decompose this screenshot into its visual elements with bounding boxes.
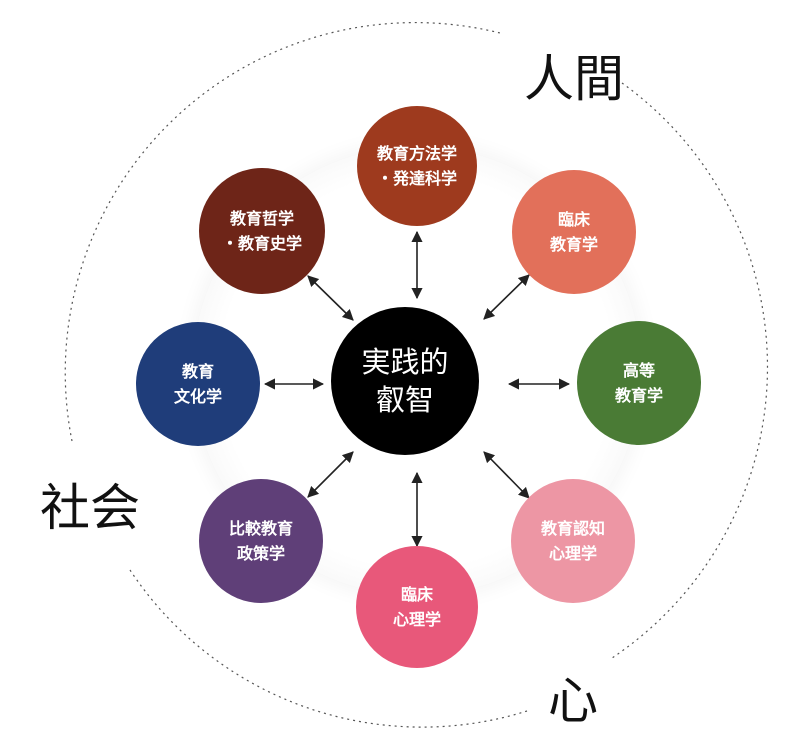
node-line-1: 高等	[622, 361, 655, 380]
node-line-2: ・発達科学	[376, 169, 457, 188]
node-line-2: ・教育史学	[221, 234, 302, 253]
node-clinical-education: 臨床 教育学	[512, 170, 636, 294]
label-shakai: 社会	[40, 479, 140, 537]
node-line-2: 心理学	[548, 544, 597, 563]
center-node: 実践的 叡智	[331, 307, 479, 455]
label-ningen: 人間	[524, 50, 624, 108]
arrow-top-left	[307, 275, 354, 321]
node-educational-cognitive-psychology: 教育認知 心理学	[511, 479, 635, 603]
node-clinical-psychology: 臨床 心理学	[356, 546, 478, 668]
node-line-1: 臨床	[400, 585, 433, 604]
node-line-1: 教育	[181, 362, 214, 381]
center-line-1: 実践的	[361, 345, 449, 379]
node-line-2: 文化学	[173, 387, 222, 406]
node-education-methodology: 教育方法学 ・発達科学	[357, 106, 477, 226]
label-kokoro: 心	[548, 672, 598, 730]
node-educational-culture: 教育 文化学	[136, 322, 260, 446]
arrow-bottom-left	[307, 451, 354, 498]
node-line-1: 臨床	[557, 210, 590, 229]
arrow-top-right	[483, 274, 530, 320]
node-line-2: 政策学	[236, 544, 285, 563]
node-line-2: 教育学	[614, 386, 663, 405]
node-comparative-education-policy: 比較教育 政策学	[199, 479, 323, 603]
node-line-2: 教育学	[549, 235, 598, 254]
node-higher-education: 高等 教育学	[577, 321, 701, 445]
node-line-2: 心理学	[392, 610, 441, 629]
node-line-1: 教育哲学	[229, 209, 294, 228]
dashed-arc-right	[611, 82, 769, 659]
node-line-1: 比較教育	[228, 519, 293, 538]
node-line-1: 教育方法学	[376, 144, 457, 163]
arrow-bottom-right	[483, 451, 530, 499]
center-line-2: 叡智	[375, 383, 434, 417]
node-philosophy-history-education: 教育哲学 ・教育史学	[199, 168, 325, 294]
node-line-1: 教育認知	[540, 519, 605, 538]
